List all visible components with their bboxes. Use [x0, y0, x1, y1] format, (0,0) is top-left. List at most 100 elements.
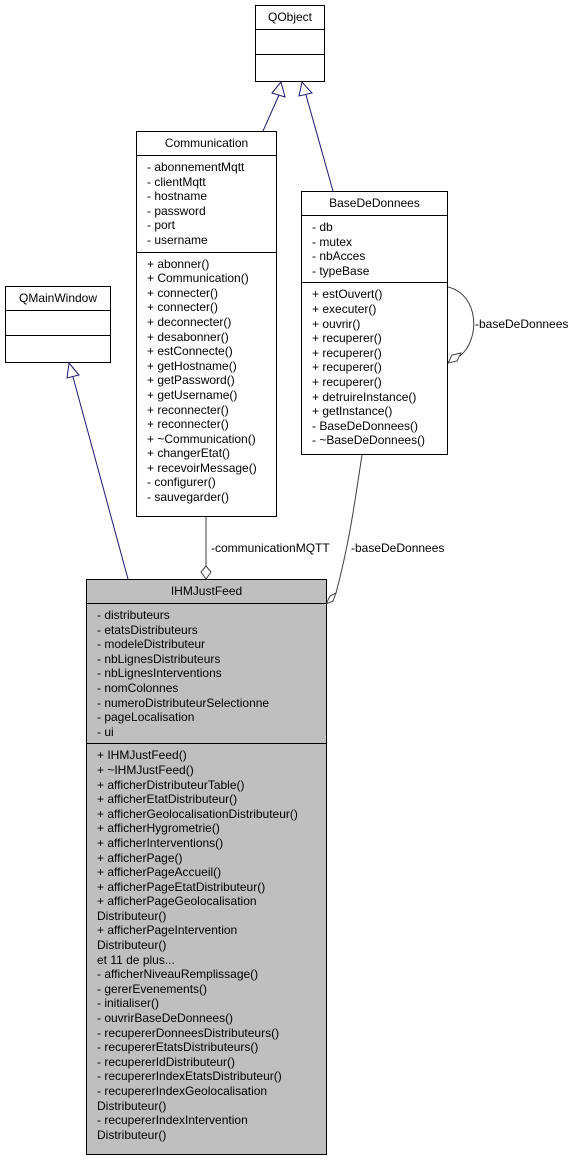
class-communication-method-line: + estConnecte()	[147, 344, 233, 359]
class-communication-method-line: + Communication()	[147, 271, 249, 286]
class-communication-attributes: - abonnementMqtt- clientMqtt- hostname- …	[137, 156, 276, 253]
class-communication-attribute-line: - abonnementMqtt	[147, 160, 245, 174]
class-ihmjustfeed-attribute-line: - pageLocalisation	[97, 710, 195, 725]
class-communication-method-line: + desabonner()	[147, 329, 229, 344]
class-basededonnees-attribute-line: - mutex	[312, 234, 353, 249]
class-communication-method-line: + ~Communication()	[147, 431, 256, 446]
class-ihmjustfeed-method-line: - recupererIdDistributeur()	[97, 1054, 236, 1069]
edge-communication-qobject	[262, 94, 280, 132]
class-qobject: QObject	[255, 5, 325, 82]
class-ihmjustfeed-attribute-line: - numeroDistributeurSelectionne	[97, 695, 270, 710]
class-communication-method-line: + connecter()	[147, 300, 219, 315]
class-ihmjustfeed-method-line: Distributeur()	[97, 908, 167, 923]
class-basededonnees-attribute-line: - nbAcces	[312, 249, 366, 264]
class-communication-name: Communication	[137, 132, 276, 156]
class-ihmjustfeed-method-line: - recupererEtatsDistributeurs()	[97, 1040, 259, 1055]
class-basededonnees-attribute-line: - db	[312, 220, 333, 234]
class-ihmjustfeed-method-line: - initialiser()	[97, 996, 160, 1011]
class-communication-method-line: + getPassword()	[147, 373, 235, 388]
class-communication-method-line: + reconnecter()	[147, 402, 229, 417]
class-communication-method-line: + connecter()	[147, 285, 219, 300]
class-ihmjustfeed-method-line: + afficherPageEtatDistributeur()	[97, 879, 266, 894]
class-basededonnees-method-line: + ouvrir()	[312, 316, 361, 331]
class-ihmjustfeed-attribute-line: - distributeurs	[97, 608, 170, 622]
class-communication-method-line: + recevoirMessage()	[147, 460, 257, 475]
class-basededonnees-method-line: - ~BaseDeDonnees()	[312, 433, 426, 448]
class-basededonnees-method-line: + recuperer()	[312, 360, 382, 375]
class-ihmjustfeed-method-line: - recupererDonneesDistributeurs()	[97, 1025, 280, 1040]
class-basededonnees-attribute-line: - typeBase	[312, 263, 370, 278]
arrowhead-communication-qobject	[271, 80, 286, 98]
class-communication-attribute-line: - username	[147, 232, 208, 247]
class-communication-method-line: - sauvegarder()	[147, 490, 230, 505]
class-communication-attribute-line: - clientMqtt	[147, 174, 206, 189]
class-ihmjustfeed-method-line: - afficherNiveauRemplissage()	[97, 967, 259, 982]
class-communication: Communication - abonnementMqtt- clientMq…	[136, 131, 277, 517]
class-basededonnees-name: BaseDeDonnees	[302, 192, 447, 216]
class-basededonnees: BaseDeDonnees - db- mutex- nbAcces- type…	[301, 191, 448, 455]
class-basededonnees-method-line: + getInstance()	[312, 404, 393, 419]
label-communication-mqtt: -communicationMQTT	[211, 541, 330, 555]
class-qobject-methods	[256, 55, 324, 79]
class-qobject-name: QObject	[256, 6, 324, 30]
class-ihmjustfeed-method-line: + afficherPageIntervention	[97, 923, 238, 938]
class-qmainwindow-name: QMainWindow	[6, 287, 110, 311]
class-ihmjustfeed-method-line: + afficherInterventions()	[97, 835, 224, 850]
class-basededonnees-method-line: + recuperer()	[312, 345, 382, 360]
class-ihmjustfeed-attribute-line: - nbLignesDistributeurs	[97, 651, 221, 666]
class-basededonnees-method-line: + executer()	[312, 301, 377, 316]
diamond-self-base-de-donnees	[447, 352, 462, 364]
class-qobject-attributes	[256, 30, 324, 55]
edge-ihmjustfeed-qmainwindow	[72, 376, 129, 580]
class-basededonnees-methods: + estOuvert()+ executer()+ ouvrir()+ rec…	[302, 283, 447, 452]
class-ihmjustfeed-method-line: + IHMJustFeed()	[97, 748, 187, 763]
class-ihmjustfeed-method-line: et 11 de plus...	[97, 952, 175, 967]
class-communication-methods: + abonner()+ Communication()+ connecter(…	[137, 253, 276, 509]
class-ihmjustfeed-method-line: + afficherEtatDistributeur()	[97, 792, 238, 807]
class-ihmjustfeed-method-line: Distributeur()	[97, 1098, 167, 1113]
class-qmainwindow-attributes	[6, 311, 110, 336]
edge-basededonnees-qobject	[305, 94, 334, 192]
class-ihmjustfeed-methods: + IHMJustFeed()+ ~IHMJustFeed() + affiche…	[87, 744, 326, 1146]
class-ihmjustfeed-attribute-line: - modeleDistributeur	[97, 637, 206, 652]
class-ihmjustfeed: IHMJustFeed - distributeurs- etatsDistri…	[86, 579, 327, 1155]
class-communication-attribute-line: - port	[147, 218, 176, 233]
class-ihmjustfeed-method-line: - recupererIndexIntervention	[97, 1113, 248, 1128]
class-basededonnees-method-line: - BaseDeDonnees()	[312, 418, 419, 433]
diamond-communication-mqtt	[200, 565, 212, 580]
class-communication-method-line: - configurer()	[147, 475, 216, 490]
class-ihmjustfeed-method-line: + ~IHMJustFeed()	[97, 762, 194, 777]
class-ihmjustfeed-method-line: + afficherPageGeolocalisation	[97, 894, 257, 909]
class-ihmjustfeed-attributes: - distributeurs- etatsDistributeurs- mod…	[87, 604, 326, 745]
class-ihmjustfeed-method-line: + afficherPage()	[97, 850, 183, 865]
label-self-base-de-donnees: -baseDeDonnees	[475, 317, 569, 331]
class-communication-attribute-line: - hostname	[147, 189, 208, 204]
class-ihmjustfeed-method-line: Distributeur()	[97, 1127, 167, 1142]
class-basededonnees-attributes: - db- mutex- nbAcces- typeBase	[302, 216, 447, 284]
class-ihmjustfeed-attribute-line: - nbLignesInterventions	[97, 666, 222, 681]
edge-self-base-de-donnees	[447, 286, 475, 357]
class-ihmjustfeed-attribute-line: - etatsDistributeurs	[97, 622, 198, 637]
class-communication-method-line: + changerEtat()	[147, 446, 231, 461]
class-communication-method-line: + reconnecter()	[147, 417, 229, 432]
class-qmainwindow-methods	[6, 336, 110, 360]
class-communication-attribute-line: - password	[147, 203, 206, 218]
class-ihmjustfeed-name: IHMJustFeed	[87, 580, 326, 604]
class-ihmjustfeed-method-line: - recupererIndexGeolocalisation	[97, 1084, 268, 1098]
edge-base-de-donnees	[335, 454, 363, 594]
diamond-base-de-donnees	[324, 591, 337, 605]
class-ihmjustfeed-attribute-line: - ui	[97, 724, 114, 739]
class-qmainwindow: QMainWindow	[5, 286, 111, 363]
label-base-de-donnees: -baseDeDonnees	[351, 541, 445, 555]
class-ihmjustfeed-method-line: + afficherPageAccueil()	[97, 865, 222, 880]
class-basededonnees-method-line: + recuperer()	[312, 331, 382, 346]
class-ihmjustfeed-method-line: - gererEvenements()	[97, 981, 208, 996]
class-ihmjustfeed-method-line: - recupererIndexEtatsDistributeur()	[97, 1069, 282, 1084]
class-communication-method-line: + getUsername()	[147, 387, 238, 402]
class-basededonnees-method-line: + detruireInstance()	[312, 389, 417, 404]
class-ihmjustfeed-method-line: + afficherHygrometrie()	[97, 821, 220, 836]
class-ihmjustfeed-method-line: Distributeur()	[97, 938, 167, 953]
class-basededonnees-method-line: + recuperer()	[312, 374, 382, 389]
class-communication-method-line: + getHostname()	[147, 358, 237, 373]
arrowhead-ihmjustfeed-qmainwindow	[66, 361, 80, 379]
